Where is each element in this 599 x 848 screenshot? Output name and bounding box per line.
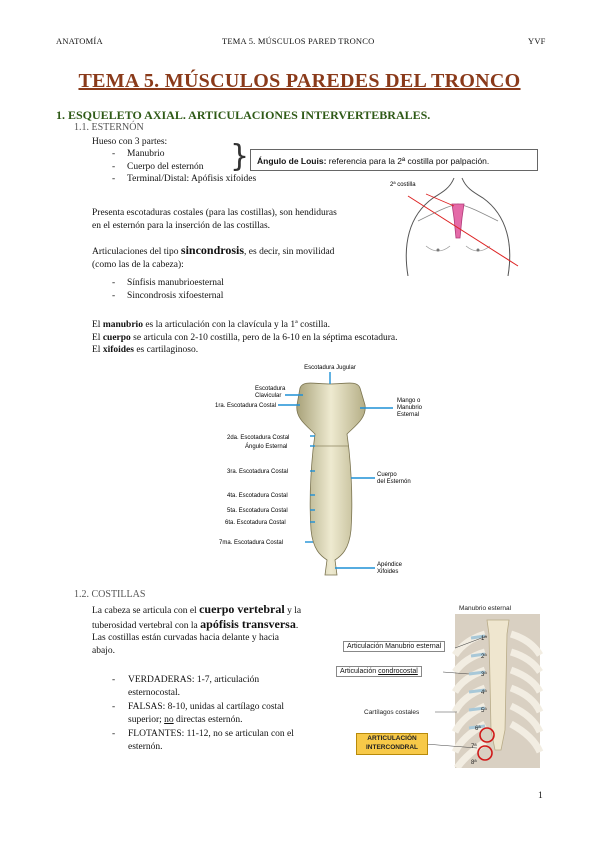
label-manubrio-esternal: Manubrio esternal: [459, 605, 512, 612]
list-item: - Sincondrosis xifoesternal: [112, 290, 224, 301]
label-art-condrocostal: Articulación condrocostal: [336, 666, 422, 677]
list-item: -FLOTANTES: 11-12, no se articulan con e…: [112, 729, 294, 752]
paragraph-escotaduras: Presenta escotaduras costales (para las …: [92, 208, 337, 231]
subsection-sternum: 1.1. ESTERNÓN: [74, 122, 144, 133]
label-sixth: 6ta. Escotadura Costal: [225, 520, 286, 526]
rib-number: 7ª: [471, 743, 477, 750]
list-item: - Terminal/Distal: Apófisis xifoides: [112, 174, 257, 184]
paragraph-ribs: La cabeza se articula con el cuerpo vert…: [92, 602, 302, 656]
svg-text:Esternal: Esternal: [397, 412, 419, 418]
svg-text:Xifoides: Xifoides: [377, 569, 398, 575]
svg-text:Manubrio: Manubrio: [397, 405, 423, 411]
svg-text:Clavicular: Clavicular: [255, 393, 281, 399]
ribcage-figure: 1ª 2ª 3ª 4ª 5ª 6ª 7ª 8ª: [398, 614, 544, 768]
page-number: 1: [538, 791, 543, 801]
rib-number: 6ª: [475, 725, 481, 732]
sternum-intro: Hueso con 3 partes:: [92, 137, 168, 147]
label-angulo: Ángulo Esternal: [245, 443, 287, 450]
paragraph-sincondrosis: Articulaciones del tipo sincondrosis, es…: [92, 243, 335, 270]
list-item: - Manubrio: [112, 149, 165, 159]
list-item: -FALSAS: 8-10, unidas al cartílago costa…: [112, 702, 285, 725]
rib-number: 2ª: [481, 653, 487, 660]
torso-label: 2ª costilla: [390, 181, 416, 188]
rib-number: 1ª: [481, 635, 487, 642]
label-cuerpo: Cuerpo: [377, 472, 397, 478]
rib-number: 4ª: [481, 689, 487, 696]
label-cartilagos: Cartílagos costales: [364, 709, 420, 716]
subsection-ribs: 1.2. COSTILLAS: [74, 589, 146, 600]
label-third: 3ra. Escotadura Costal: [227, 469, 288, 475]
svg-text:del Esternón: del Esternón: [377, 479, 411, 485]
label-mango: Mango o: [397, 398, 421, 404]
label-apendice: Apéndice: [377, 562, 403, 568]
torso-figure: 2ª costilla: [390, 177, 519, 276]
label-fifth: 5ta. Escotadura Costal: [227, 508, 288, 514]
joints-list: - Sínfisis manubrioesternal - Sincondros…: [112, 277, 224, 302]
header-right: YVF: [528, 36, 546, 46]
parts-list: - Manubrio - Cuerpo del esternón - Termi…: [112, 148, 256, 186]
louis-callout: Ángulo de Louis: referencia para la 2ª c…: [250, 149, 538, 171]
label-seventh: 7ma. Escotadura Costal: [219, 540, 283, 546]
brace-icon: }: [230, 139, 250, 174]
label-art-manubrio: Articulación Manubrio esternal: [343, 641, 446, 652]
section-heading: 1. ESQUELETO AXIAL. ARTICULACIONES INTER…: [56, 108, 431, 122]
label-first: 1ra. Escotadura Costal: [215, 403, 276, 409]
rib-number: 5ª: [481, 707, 487, 714]
rib-number: 8ª: [471, 759, 477, 766]
list-item: - Sínfisis manubrioesternal: [112, 278, 224, 288]
label-clavicular: Escotadura: [255, 386, 286, 392]
rib-number: 3ª: [481, 671, 487, 678]
label-jugular: Escotadura Jugular: [304, 365, 356, 371]
header-center: TEMA 5. MÚSCULOS PARED TRONCO: [222, 36, 375, 46]
sternum-figure: Escotadura Jugular Escotadura Clavicular…: [215, 365, 423, 576]
label-fourth: 4ta. Escotadura Costal: [227, 493, 288, 499]
list-item: - Cuerpo del esternón: [112, 161, 204, 172]
paragraph-parts: El manubrio es la articulación con la cl…: [92, 320, 398, 355]
page-title: TEMA 5. MÚSCULOS PAREDES DEL TRONCO: [78, 70, 521, 92]
header-left: ANATOMÍA: [56, 36, 103, 46]
label-second: 2da. Escotadura Costal: [227, 435, 289, 441]
